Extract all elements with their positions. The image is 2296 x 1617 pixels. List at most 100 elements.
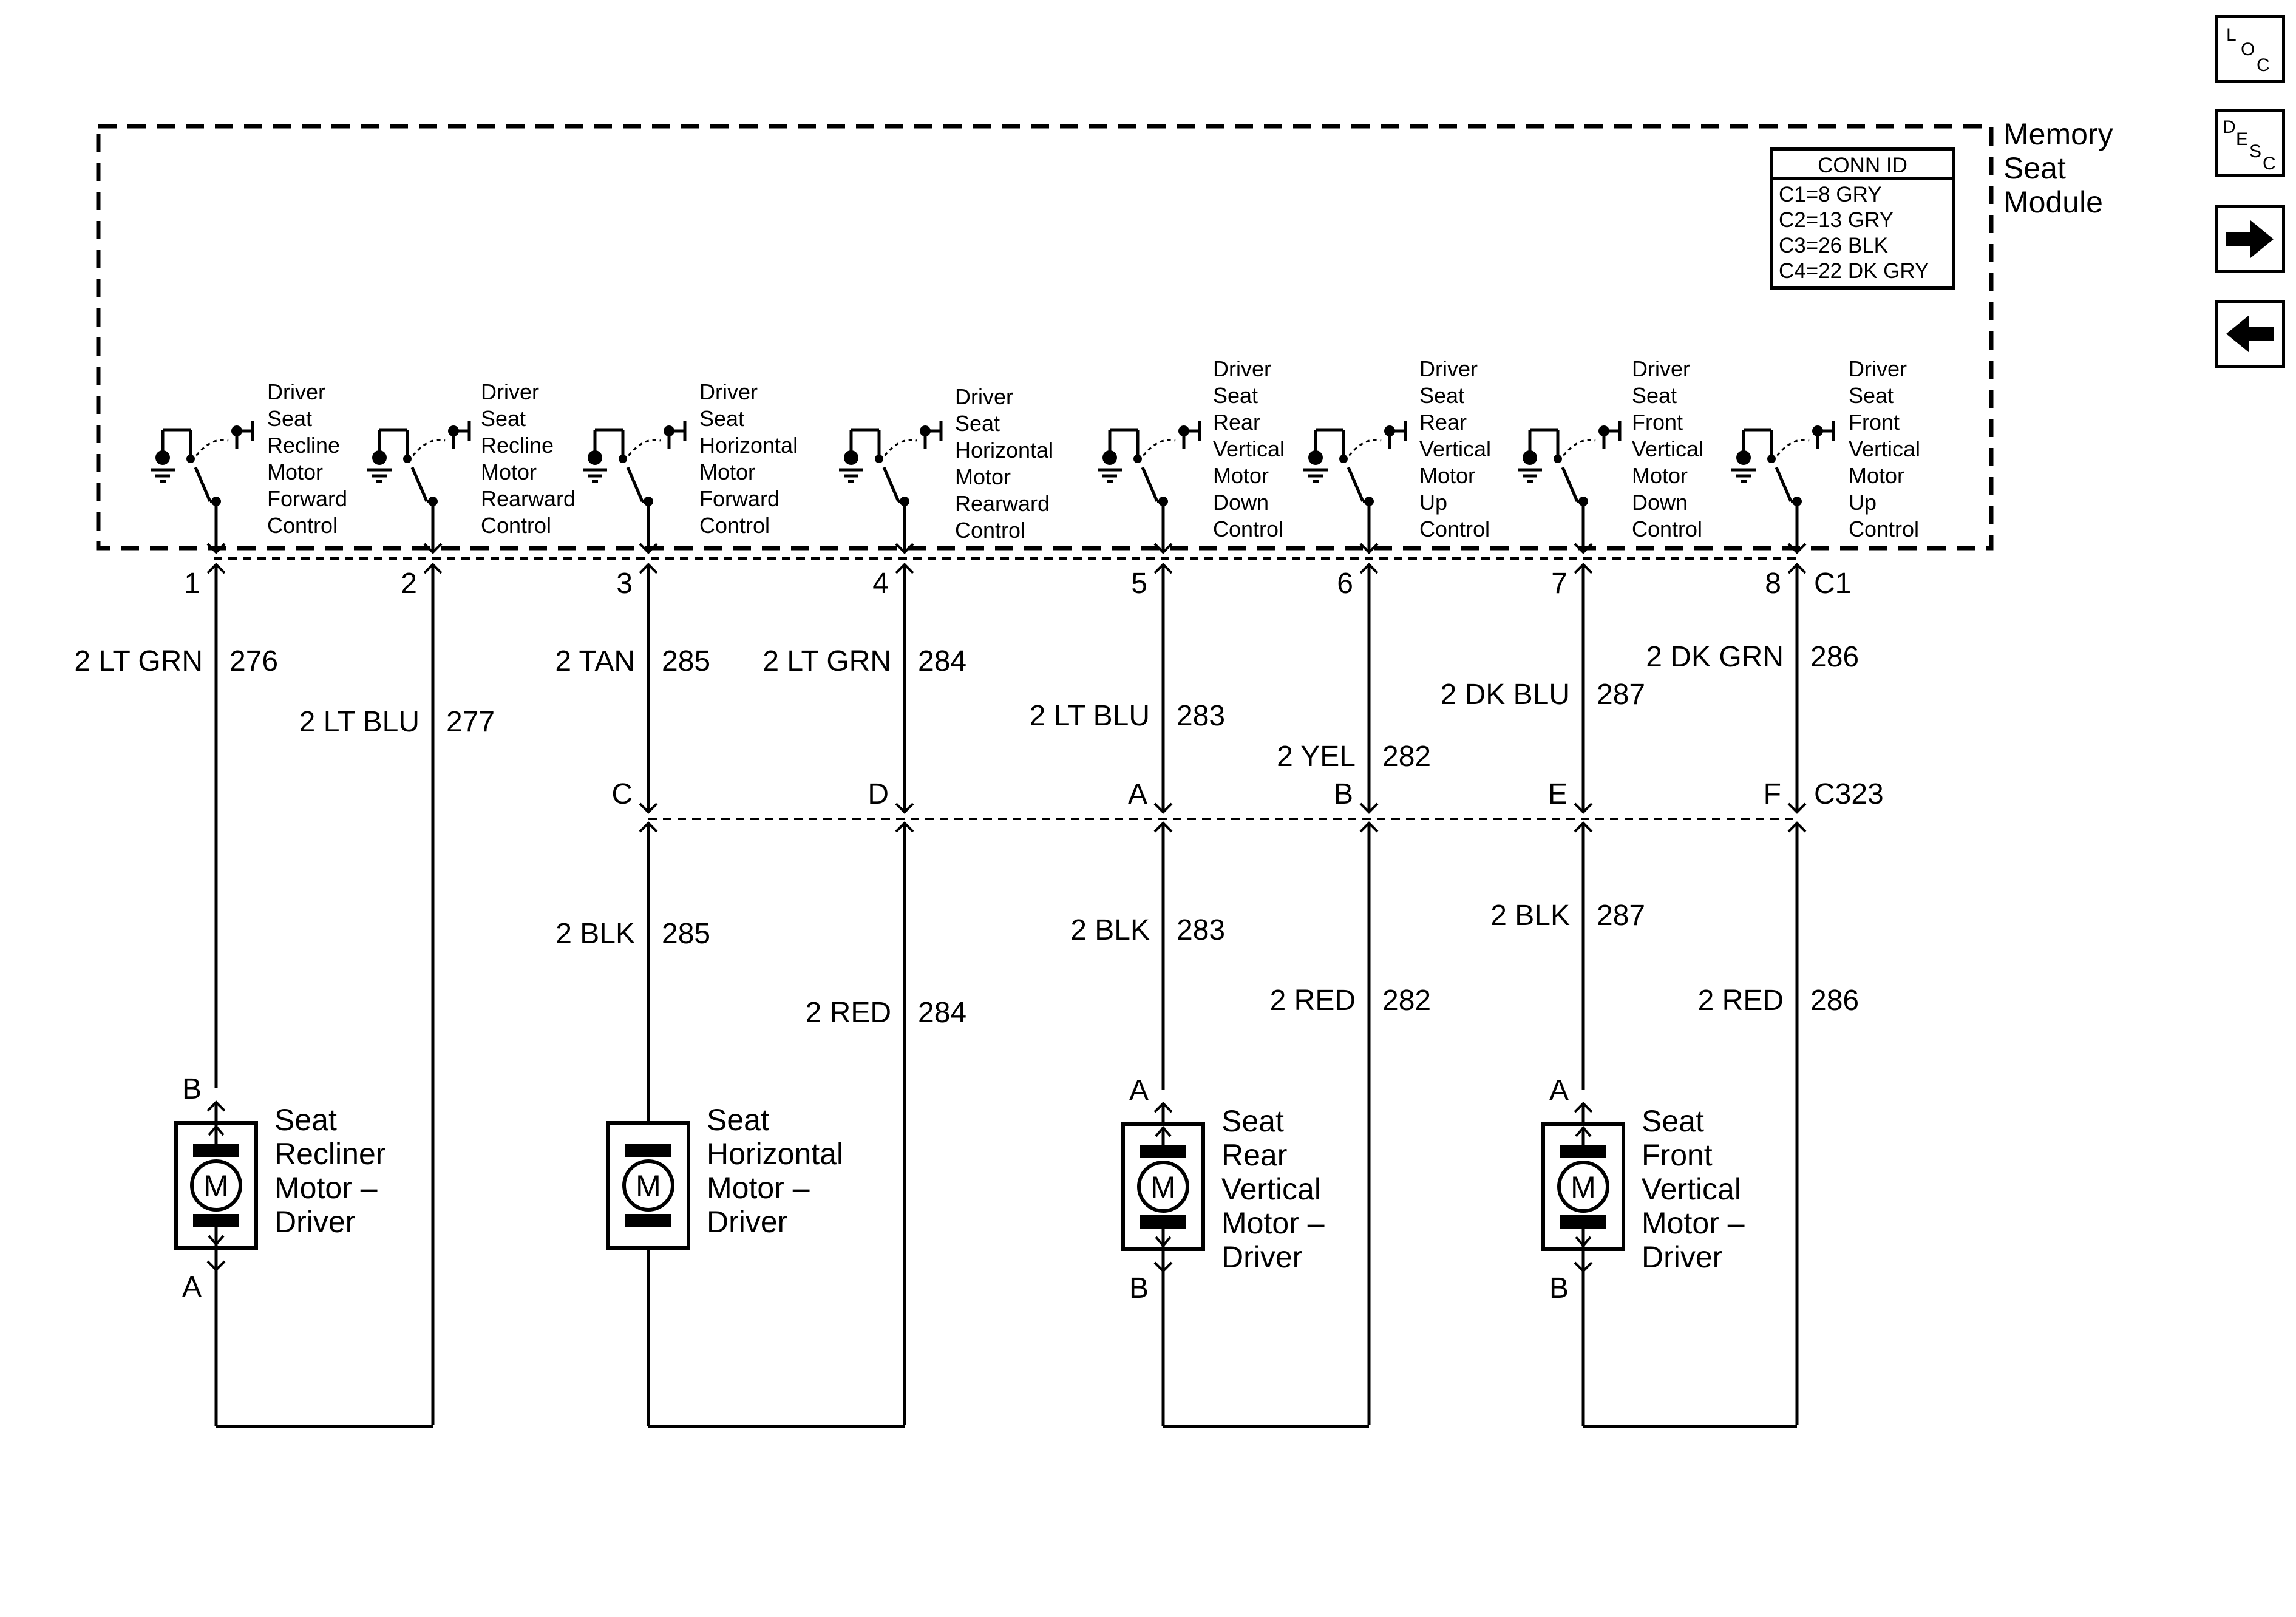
switch-label-line: Horizontal	[955, 438, 1053, 463]
arrow-up-icon	[1575, 1125, 1592, 1137]
motor-name-line: Driver	[707, 1205, 787, 1239]
c1-pin-label: 1	[184, 568, 200, 600]
motor-brush	[1560, 1145, 1606, 1158]
switch-mechanical-link	[407, 439, 446, 462]
switch-label-line: Seat	[1849, 383, 1894, 408]
motor-brush	[193, 1144, 239, 1157]
c1-pin-label: 5	[1131, 568, 1147, 600]
switch-label-line: Down	[1632, 490, 1688, 515]
c323-pin-label: E	[1548, 778, 1567, 810]
switch-mechanical-link	[1558, 439, 1596, 462]
switch-label-line: Vertical	[1419, 436, 1491, 461]
switch-label-line: Driver	[1419, 356, 1478, 381]
motor-name-line: Driver	[274, 1205, 355, 1239]
connector-pin-icon	[1153, 543, 1173, 554]
wire-circuit-label: 287	[1597, 679, 1645, 711]
loc-button[interactable]: L O C	[2215, 15, 2285, 83]
switch-label-line: Driver	[1849, 356, 1907, 381]
motor-name-line: Vertical	[1221, 1172, 1321, 1206]
wire-circuit-label: 285	[662, 645, 710, 677]
wire-color-label: 2 BLK	[1490, 900, 1570, 932]
motor-symbol: M	[203, 1169, 229, 1203]
switch-mechanical-link	[1343, 439, 1382, 462]
ground-contact-dot	[1102, 450, 1117, 465]
connector-id-table: CONN ID C1=8 GRY C2=13 GRY C3=26 BLK C4=…	[1770, 147, 1955, 290]
motor-name-line: Seat	[1221, 1104, 1284, 1138]
next-page-button[interactable]	[2215, 205, 2285, 273]
motor-pin-bottom-label: B	[1549, 1272, 1569, 1304]
switch-label-line: Rear	[1213, 410, 1260, 435]
loc-letter-c: C	[2257, 55, 2270, 75]
connector-pin-icon	[1787, 543, 1807, 554]
switch-blade	[882, 467, 900, 502]
switch-label-line: Control	[1419, 517, 1490, 541]
loc-letter-o: O	[2241, 39, 2255, 59]
connector-table-row: C1=8 GRY	[1779, 183, 1882, 206]
switch-label-line: Horizontal	[699, 433, 798, 458]
previous-page-button[interactable]	[2215, 300, 2285, 368]
connector-c1-label: C1	[1814, 568, 1851, 600]
connector-pin-icon	[206, 543, 226, 554]
wire-color-label: 2 YEL	[1277, 741, 1356, 773]
switch-label-line: Motor	[1849, 463, 1904, 488]
connector-pin-icon	[895, 802, 914, 814]
wire-color-label: 2 LT GRN	[763, 645, 891, 677]
switch-mechanical-link	[623, 439, 661, 462]
wire-color-label: 2 DK GRN	[1646, 641, 1784, 673]
switch-blade	[410, 467, 429, 502]
wire-color-label: 2 TAN	[555, 645, 635, 677]
motor-pin-bottom-label: B	[1129, 1272, 1149, 1304]
arrow-down-icon	[1155, 1236, 1172, 1248]
switch-blade	[1141, 467, 1159, 502]
motor-name-line: Recliner	[274, 1137, 385, 1171]
c1-pin-label: 6	[1337, 568, 1353, 600]
switch-label-line: Recline	[481, 433, 554, 458]
motor-symbol: M	[636, 1169, 661, 1203]
motor-brush	[1140, 1215, 1186, 1229]
switch-label-line: Control	[955, 518, 1025, 543]
switch-label-line: Down	[1213, 490, 1269, 515]
motor-brush	[1560, 1215, 1606, 1229]
wire-circuit-label: 286	[1810, 641, 1859, 673]
wire-circuit-label: 283	[1177, 914, 1225, 946]
switch-label-line: Motor	[481, 459, 537, 484]
switch-label-line: Forward	[699, 486, 779, 511]
motor-symbol: M	[1150, 1170, 1176, 1204]
wire-circuit-label: 286	[1810, 985, 1859, 1017]
c1-pin-label: 7	[1551, 568, 1567, 600]
c1-pin-label: 2	[401, 568, 417, 600]
desc-letter-c: C	[2263, 154, 2276, 174]
switch-label-line: Forward	[267, 486, 347, 511]
switch-label-line: Rear	[1419, 410, 1467, 435]
switch-label-line: Seat	[699, 406, 744, 431]
wire-color-label: 2 LT GRN	[74, 645, 203, 677]
c1-pin-label: 4	[872, 568, 889, 600]
c1-pin-label: 3	[616, 568, 633, 600]
switch-mechanical-link	[191, 439, 229, 462]
switch-label-line: Seat	[1419, 383, 1464, 408]
ground-contact-dot	[1308, 450, 1323, 465]
ground-contact-dot	[1736, 450, 1751, 465]
ground-contact-dot	[588, 450, 602, 465]
switch-label-line: Seat	[267, 406, 312, 431]
connector-table-row: C4=22 DK GRY	[1779, 259, 1929, 283]
desc-button[interactable]: D E S C	[2215, 109, 2285, 177]
switch-label-line: Seat	[481, 406, 526, 431]
motor-icon	[622, 1159, 674, 1212]
motor-name-line: Vertical	[1642, 1172, 1741, 1206]
motor-name-line: Motor –	[274, 1171, 378, 1205]
motor-name-line: Seat	[1642, 1104, 1704, 1138]
wire-color-label: 2 DK BLU	[1441, 679, 1570, 711]
switch-label-line: Motor	[699, 459, 755, 484]
switch-blade	[194, 467, 212, 502]
switch-mechanical-link	[1771, 439, 1810, 462]
